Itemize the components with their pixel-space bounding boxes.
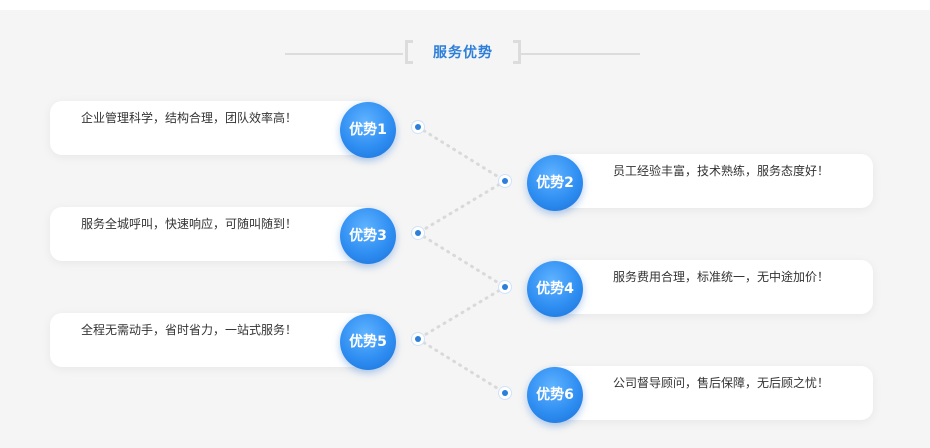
advantage-badge-4: 优势4 bbox=[527, 261, 583, 317]
timeline-dot-4 bbox=[499, 281, 511, 293]
advantage-badge-5: 优势5 bbox=[340, 314, 396, 370]
timeline-dot-1 bbox=[412, 121, 424, 133]
timeline-dot-3 bbox=[412, 227, 424, 239]
connector-2-3 bbox=[416, 179, 507, 235]
title-bracket-right bbox=[513, 40, 521, 64]
connector-1-2 bbox=[416, 125, 507, 183]
advantage-badge-3: 优势3 bbox=[340, 208, 396, 264]
connector-5-6 bbox=[416, 337, 507, 395]
advantage-card-5: 全程无需动手，省时省力，一站式服务！ bbox=[50, 313, 375, 367]
title-divider-right bbox=[520, 53, 640, 55]
advantage-card-4: 服务费用合理，标准统一，无中途加价！ bbox=[548, 260, 873, 314]
advantage-card-6: 公司督导顾问，售后保障，无后顾之忧！ bbox=[548, 366, 873, 420]
advantage-text: 服务费用合理，标准统一，无中途加价！ bbox=[613, 270, 830, 284]
timeline-dot-5 bbox=[412, 333, 424, 345]
advantage-text: 服务全城呼叫，快速响应，可随叫随到！ bbox=[81, 217, 298, 231]
advantage-text: 企业管理科学，结构合理，团队效率高！ bbox=[81, 111, 298, 125]
advantage-text: 公司督导顾问，售后保障，无后顾之忧！ bbox=[613, 376, 830, 390]
advantage-card-1: 企业管理科学，结构合理，团队效率高！ bbox=[50, 101, 375, 155]
timeline-dot-6 bbox=[499, 387, 511, 399]
advantage-badge-2: 优势2 bbox=[527, 155, 583, 211]
connector-4-5 bbox=[416, 285, 507, 341]
timeline-dot-2 bbox=[499, 175, 511, 187]
title-bracket-left bbox=[405, 40, 413, 64]
advantage-card-3: 服务全城呼叫，快速响应，可随叫随到！ bbox=[50, 207, 375, 261]
title-divider-left bbox=[285, 53, 403, 55]
advantage-badge-1: 优势1 bbox=[340, 102, 396, 158]
advantage-text: 员工经验丰富，技术熟练，服务态度好！ bbox=[613, 164, 830, 178]
section-title: 服务优势 bbox=[285, 40, 640, 66]
advantage-badge-6: 优势6 bbox=[527, 367, 583, 423]
advantage-card-2: 员工经验丰富，技术熟练，服务态度好！ bbox=[548, 154, 873, 208]
connector-3-4 bbox=[416, 231, 507, 289]
page-title: 服务优势 bbox=[433, 45, 493, 61]
advantage-text: 全程无需动手，省时省力，一站式服务！ bbox=[81, 323, 298, 337]
